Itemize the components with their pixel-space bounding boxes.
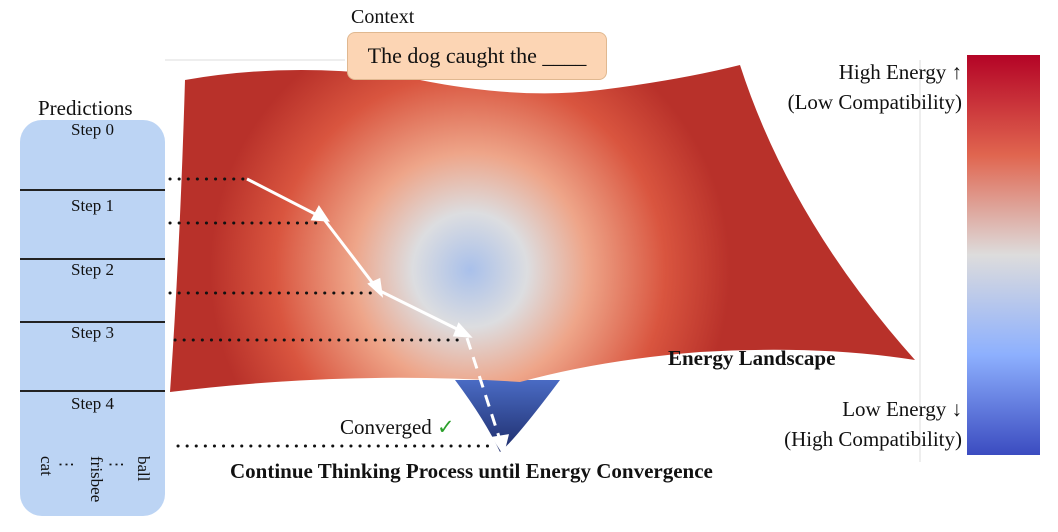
- trajectory-arrow: [246, 177, 466, 335]
- divider: [20, 321, 165, 323]
- step-4-label: Step 4: [71, 394, 114, 413]
- context-label: Context: [351, 6, 415, 28]
- divider: [20, 258, 165, 260]
- low-energy-label: Low Energy ↓: [842, 397, 962, 421]
- x-label-cat: cat: [37, 456, 56, 476]
- step-1-label: Step 1: [71, 196, 114, 215]
- predictions-title: Predictions: [38, 96, 133, 120]
- x-label-ellipsis: ⋮: [107, 456, 126, 473]
- converged-text: Converged: [340, 415, 432, 439]
- low-compatibility-label: (Low Compatibility): [787, 90, 962, 114]
- step-3-label: Step 3: [71, 323, 114, 342]
- x-label-frisbee: frisbee: [87, 456, 106, 503]
- high-compatibility-label: (High Compatibility): [784, 427, 962, 451]
- colorbar: [967, 55, 1040, 455]
- step-2-label: Step 2: [71, 260, 114, 279]
- context-sentence-box: The dog caught the ____: [347, 32, 607, 80]
- step-0-label: Step 0: [71, 120, 114, 139]
- divider: [20, 189, 165, 191]
- x-label-ellipsis: ⋮: [57, 456, 76, 473]
- x-label-ball: ball: [134, 456, 153, 482]
- funnel-shape: [455, 380, 560, 452]
- high-energy-label: High Energy ↑: [838, 60, 962, 84]
- converged-label: Converged ✓: [340, 415, 455, 440]
- energy-landscape-label: Energy Landscape: [668, 346, 836, 370]
- predictions-panel: Step 0 Step 1 Step 2 Step 3 Step 4 cat ⋮…: [20, 120, 165, 516]
- caption: Continue Thinking Process until Energy C…: [230, 459, 713, 483]
- check-icon: ✓: [437, 415, 455, 439]
- divider: [20, 390, 165, 392]
- dashed-arrow: [465, 337, 502, 441]
- energy-surface: [170, 65, 915, 392]
